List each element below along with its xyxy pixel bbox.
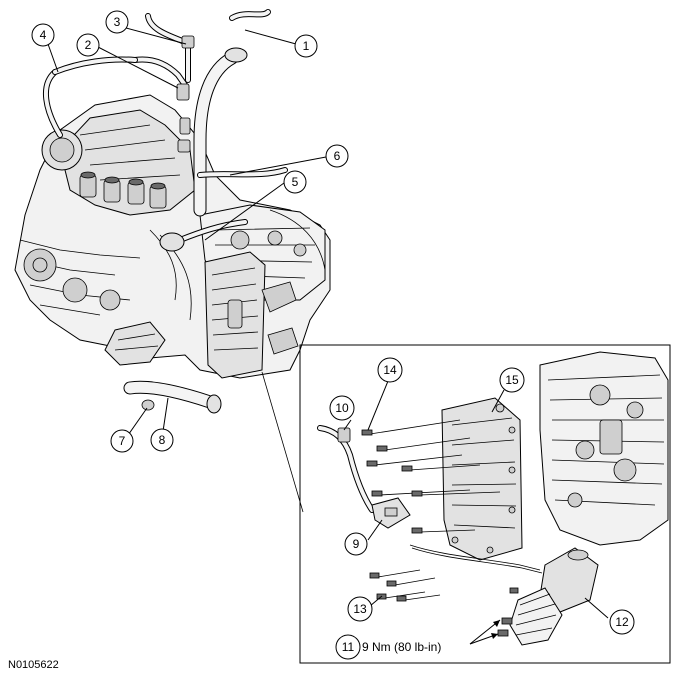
callout-4: 4 xyxy=(31,23,55,47)
bolts-14 xyxy=(361,419,501,534)
svg-text:10: 10 xyxy=(335,401,349,415)
coil-packs xyxy=(79,171,167,209)
callout-8: 8 xyxy=(150,428,174,452)
callout-5: 5 xyxy=(283,170,307,194)
svg-text:8: 8 xyxy=(159,433,166,447)
svg-text:5: 5 xyxy=(292,175,299,189)
callout-1: 1 xyxy=(294,34,318,58)
svg-text:1: 1 xyxy=(303,39,310,53)
svg-text:7: 7 xyxy=(119,434,126,448)
svg-text:14: 14 xyxy=(383,363,397,377)
figure-id: N0105622 xyxy=(8,659,59,671)
svg-text:4: 4 xyxy=(40,28,47,42)
detail-view-frame xyxy=(299,344,671,664)
svg-text:9: 9 xyxy=(353,537,360,551)
callout-14: 14 xyxy=(377,357,403,383)
torque-note: 9 Nm (80 lb-in) xyxy=(362,640,441,654)
leader-lines xyxy=(47,27,327,513)
lower-hose-assembly xyxy=(123,380,222,414)
callout-2: 2 xyxy=(76,33,100,57)
solenoid-assembly-12 xyxy=(497,547,599,646)
svg-text:12: 12 xyxy=(615,615,629,629)
svg-text:11: 11 xyxy=(342,640,355,654)
callout-3: 3 xyxy=(105,10,129,34)
callout-12: 12 xyxy=(609,609,635,635)
svg-text:13: 13 xyxy=(353,602,367,616)
callout-7: 7 xyxy=(110,429,134,453)
callout-6: 6 xyxy=(325,144,349,168)
svg-text:15: 15 xyxy=(505,373,519,387)
callout-10: 10 xyxy=(329,395,355,421)
callout-15: 15 xyxy=(499,367,525,393)
callout-11: 11 xyxy=(335,634,361,660)
bolts-13 xyxy=(369,569,441,602)
callout-13: 13 xyxy=(347,596,373,622)
svg-text:3: 3 xyxy=(114,15,121,29)
upper-hoses xyxy=(42,9,288,252)
svg-text:6: 6 xyxy=(334,149,341,163)
callout-9: 9 xyxy=(344,532,368,556)
detail-view-contents xyxy=(317,351,669,646)
svg-text:2: 2 xyxy=(85,38,92,52)
